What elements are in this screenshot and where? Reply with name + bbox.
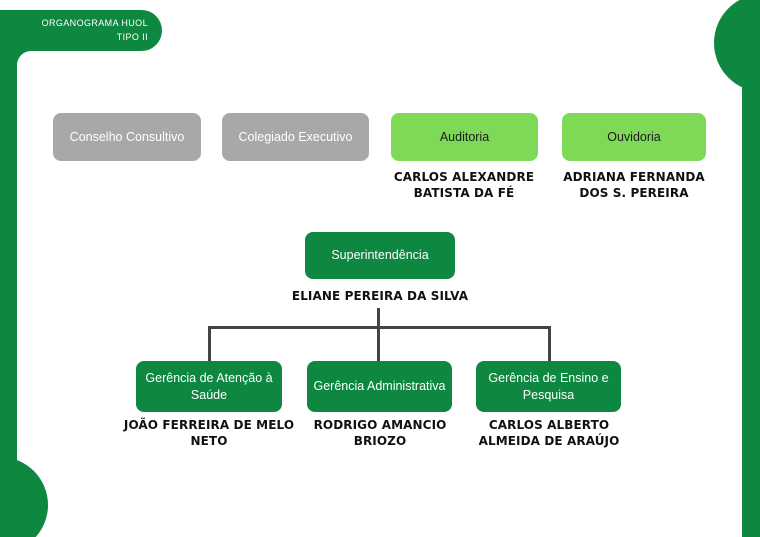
node-conselho-consultivo: Conselho Consultivo: [53, 113, 201, 161]
node-ouvidoria: Ouvidoria: [562, 113, 706, 161]
left-edge-bar-decoration: [0, 10, 17, 537]
node-superintendencia: Superintendência: [305, 232, 455, 279]
badge-corner-notch-inner: [17, 51, 33, 67]
connector-horizontal: [208, 326, 551, 329]
top-right-circle-decoration: [714, 0, 760, 92]
node-auditoria: Auditoria: [391, 113, 538, 161]
right-edge-bar-decoration: [742, 0, 760, 537]
connector-root-vertical: [377, 308, 380, 362]
person-ouvidoria: ADRIANA FERNANDA DOS S. PEREIRA: [563, 170, 705, 200]
person-gerencia-ensino-pesquisa: CARLOS ALBERTO ALMEIDA DE ARAÚJO: [478, 418, 620, 448]
bottom-left-circle-decoration: [0, 457, 48, 537]
node-gerencia-ensino-pesquisa: Gerência de Ensino e Pesquisa: [476, 361, 621, 412]
person-gerencia-atencao-saude: JOÃO FERREIRA DE MELO NETO: [123, 418, 295, 448]
connector-left-vertical: [208, 326, 211, 362]
connector-right-vertical: [548, 326, 551, 362]
person-gerencia-administrativa: RODRIGO AMANCIO BRIOZO: [313, 418, 447, 448]
node-colegiado-executivo: Colegiado Executivo: [222, 113, 369, 161]
node-gerencia-atencao-saude: Gerência de Atenção à Saúde: [136, 361, 282, 412]
person-auditoria: CARLOS ALEXANDRE BATISTA DA FÉ: [393, 170, 535, 200]
person-superintendencia: ELIANE PEREIRA DA SILVA: [291, 289, 469, 303]
title-badge: ORGANOGRAMA HUOL TIPO II: [0, 10, 162, 51]
node-gerencia-administrativa: Gerência Administrativa: [307, 361, 452, 412]
